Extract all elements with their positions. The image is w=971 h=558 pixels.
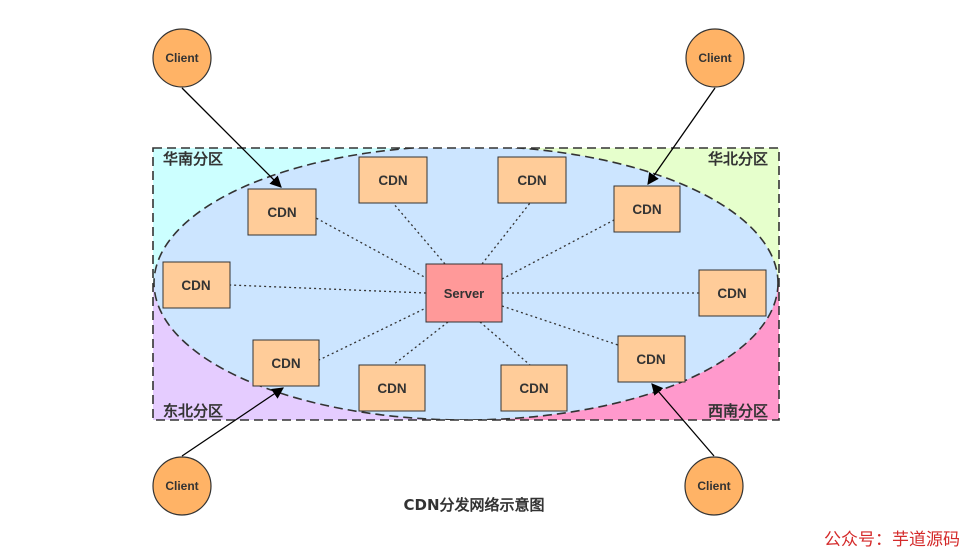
region-label-north-china: 华北分区 (708, 150, 768, 168)
client-label: Client (165, 51, 198, 65)
cdn-label: CDN (519, 381, 548, 396)
cdn-node: CDN (698, 269, 767, 317)
connector-cdn-2 (392, 202, 446, 265)
cdn-label: CDN (377, 381, 406, 396)
cdn-node: CDN (252, 339, 320, 387)
cdn-label: CDN (636, 352, 665, 367)
server-box (425, 263, 503, 323)
connector-cdn-1 (315, 217, 429, 280)
cdn-box (497, 156, 567, 204)
region-label-southwest: 西南分区 (708, 402, 768, 420)
arrow-client-top-left (181, 87, 282, 188)
cdn-node: CDN (500, 364, 568, 412)
connector-cdn-10 (501, 305, 619, 346)
cdn-label: CDN (267, 205, 296, 220)
cdn-box (252, 339, 320, 387)
client-node: Client (152, 456, 212, 516)
client-circle (685, 28, 745, 88)
server-label: Server (444, 286, 484, 301)
client-label: Client (697, 479, 730, 493)
cdn-node: CDN (617, 335, 686, 383)
arrow-client-bottom-right (651, 383, 715, 457)
cdn-label: CDN (717, 286, 746, 301)
client-label: Client (698, 51, 731, 65)
cdn-node: CDN (613, 185, 681, 233)
client-label: Client (165, 479, 198, 493)
diagram-caption: CDN分发网络示意图 (403, 496, 544, 514)
cdn-box (247, 188, 317, 236)
cdn-node: CDN (358, 156, 428, 204)
connector-cdn-9 (479, 321, 531, 366)
cdn-label: CDN (517, 173, 546, 188)
client-node: Client (152, 28, 212, 88)
client-circle (684, 456, 744, 516)
cdn-box (162, 261, 231, 309)
cdn-box (617, 335, 686, 383)
connector-cdn-7 (318, 306, 429, 361)
client-arrows (181, 87, 716, 457)
connector-cdn-4 (501, 219, 615, 280)
region-label-south-china: 华南分区 (163, 150, 223, 168)
cdn-node: CDN (247, 188, 317, 236)
cdn-label: CDN (632, 202, 661, 217)
client-nodes: Client Client Client Client (152, 28, 745, 516)
cdn-box (358, 364, 426, 412)
client-circle (152, 456, 212, 516)
cdn-label: CDN (378, 173, 407, 188)
cdn-node: CDN (358, 364, 426, 412)
connector-cdn-8 (392, 321, 449, 366)
cdn-box (698, 269, 767, 317)
server-connectors (229, 202, 699, 366)
arrow-client-bottom-left (181, 387, 284, 457)
cdn-box (358, 156, 428, 204)
cdn-nodes: CDN CDN CDN CDN CDN CDN CDN CDN (162, 156, 767, 412)
client-node: Client (685, 28, 745, 88)
cdn-label: CDN (181, 278, 210, 293)
cdn-box (613, 185, 681, 233)
client-node: Client (684, 456, 744, 516)
arrow-client-top-right (647, 87, 716, 185)
cdn-node: CDN (162, 261, 231, 309)
client-circle (152, 28, 212, 88)
region-boundary (152, 147, 780, 421)
cdn-node: CDN (497, 156, 567, 204)
server-node: Server (425, 263, 503, 323)
watermark-text: 公众号：芋道源码 (824, 530, 960, 550)
cdn-label: CDN (271, 356, 300, 371)
cdn-box (500, 364, 568, 412)
region-label-northeast: 东北分区 (163, 402, 223, 420)
